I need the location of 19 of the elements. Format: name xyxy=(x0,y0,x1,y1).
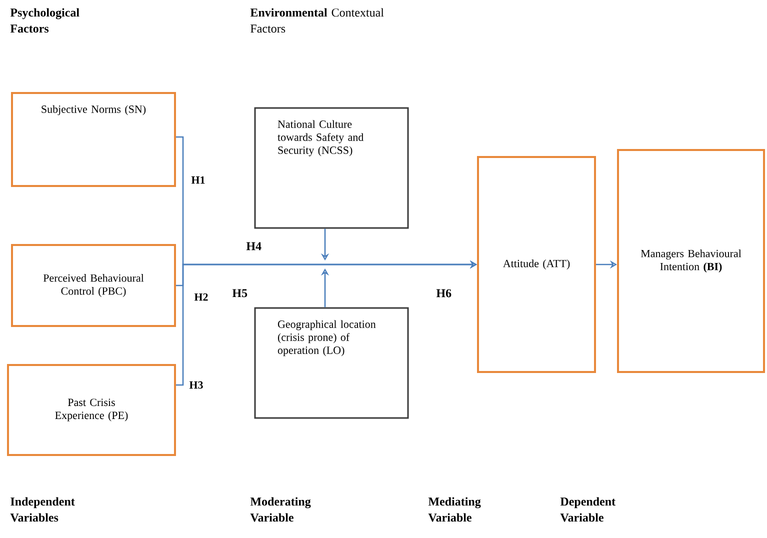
column-heading: Mediating Variable xyxy=(428,497,481,522)
column-heading: Independent Variables xyxy=(10,497,75,522)
edge-label: H1 xyxy=(191,176,205,184)
variable-box: Geographical location (crisis prone) of operation (LO) xyxy=(254,307,409,419)
edge-label: H3 xyxy=(189,381,203,389)
column-heading: Moderating Variable xyxy=(250,497,311,522)
hypothesis-label: H5 xyxy=(232,289,248,298)
column-heading: Psychological Factors xyxy=(10,8,80,33)
edge-label: H2 xyxy=(194,293,208,301)
hypothesis-label: H6 xyxy=(436,289,452,298)
column-heading: Dependent Variable xyxy=(560,497,616,522)
column-heading: Environmental Contextual Factors xyxy=(250,8,384,33)
hypothesis-label: H4 xyxy=(246,242,262,250)
variable-box: Perceived Behavioural Control (PBC) xyxy=(11,244,176,327)
variable-box: Attitude (ATT) xyxy=(477,156,596,373)
variable-box: Past Crisis Experience (PE) xyxy=(7,364,176,456)
variable-box: National Culture towards Safety and Security (NCSS) xyxy=(254,107,409,229)
variable-box: Managers Behavioural Intention (BI) xyxy=(617,149,766,373)
variable-box: Subjective Norms (SN) xyxy=(11,92,176,187)
